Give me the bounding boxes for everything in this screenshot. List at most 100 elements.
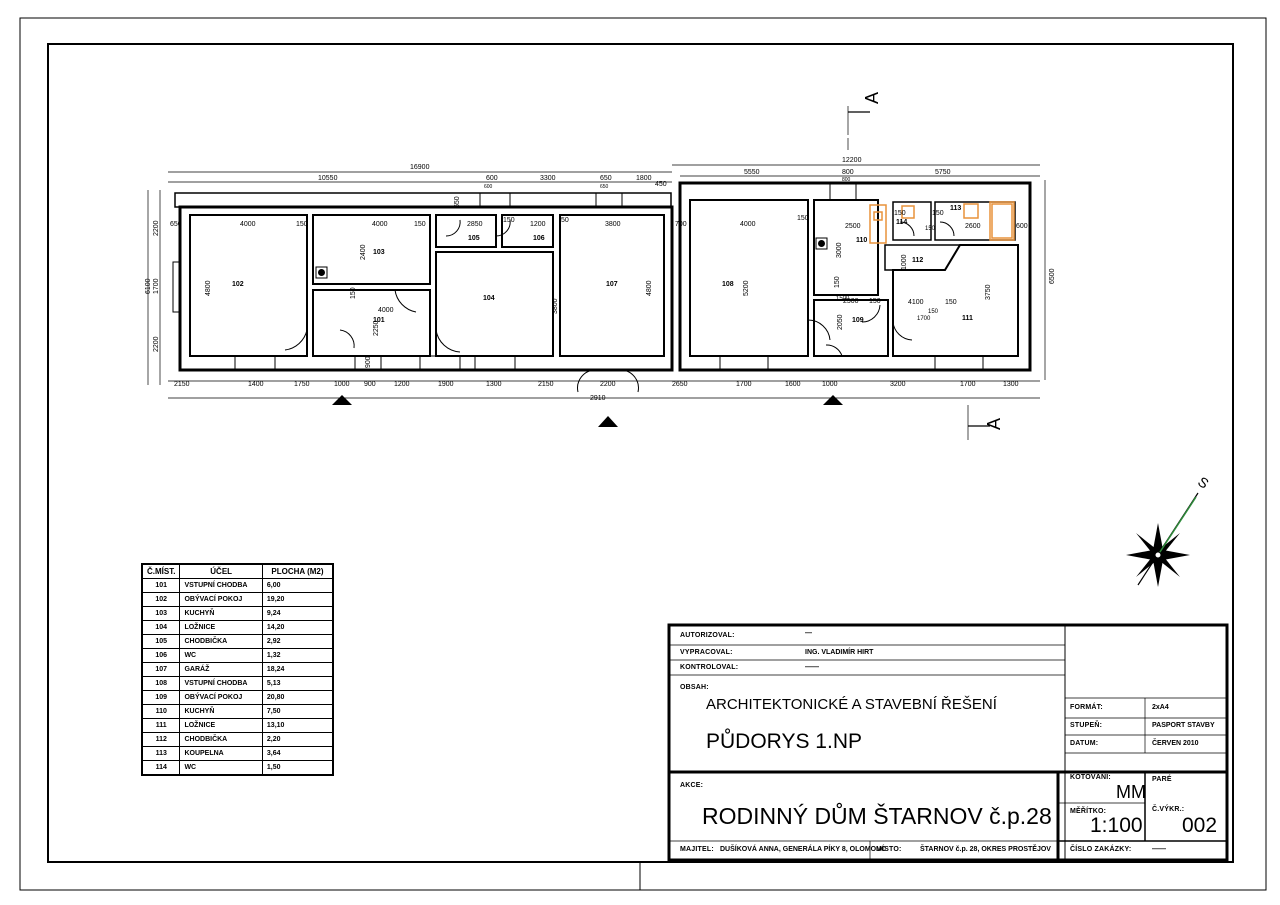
dim-b-18: 2910	[590, 395, 606, 402]
stupen-label: STUPEŇ:	[1070, 722, 1103, 729]
dim-v-104: 3800	[552, 298, 559, 314]
dim-v-107: 4800	[646, 280, 653, 296]
obsah-label: OBSAH:	[680, 684, 709, 691]
zakazka-label: ČÍSLO ZAKÁZKY:	[1070, 846, 1132, 853]
room-103	[312, 214, 431, 285]
dim-int-30: 150	[945, 299, 957, 306]
dim-b-10: 2200	[600, 381, 616, 388]
dim-int-5: 2850	[467, 221, 483, 228]
row-no: 110	[141, 704, 181, 719]
room-101	[312, 289, 431, 357]
vypracoval-value: ING. VLADIMÍR HIRT	[805, 649, 874, 656]
dim-b-17: 1300	[1003, 381, 1019, 388]
room-104	[435, 251, 554, 357]
dim-left-650: 650	[170, 221, 182, 228]
room-code-105: 105	[468, 235, 480, 242]
dim-b-6: 1200	[394, 381, 410, 388]
room-code-101: 101	[373, 317, 385, 324]
dim-left-1: 2200	[153, 220, 160, 236]
pare-label: PARÉ	[1152, 776, 1172, 783]
row-name: GARÁŽ	[179, 662, 263, 677]
dim-small-600: 600	[484, 184, 493, 190]
dim-b-9: 2150	[538, 381, 554, 388]
dim-int-29: 4100	[908, 299, 924, 306]
room-code-111: 111	[962, 315, 973, 322]
dim-left-2: 6100	[145, 278, 152, 294]
dim-int-11: 4000	[740, 221, 756, 228]
dim-int-4: 150	[414, 221, 426, 228]
room-code-103: 103	[373, 249, 385, 256]
dimension-texts: 16900 12200 10550 600 3300 650 1800 5550…	[170, 157, 1028, 402]
dim-v-150a: 150	[350, 287, 357, 299]
dim-b-5: 900	[364, 381, 376, 388]
dim-int-13: 2500	[845, 223, 861, 230]
room-105	[435, 214, 497, 248]
dim-int-150e: 150	[925, 226, 936, 232]
row-no: 114	[141, 760, 181, 776]
row-no: 113	[141, 746, 181, 761]
entrance-marker-3	[823, 395, 843, 405]
dim-b-8: 1300	[486, 381, 502, 388]
dim-b-12: 1700	[736, 381, 752, 388]
kontroloval-value: ——	[805, 664, 819, 671]
front-strip	[174, 192, 672, 208]
sanitary-fixtures	[869, 201, 1015, 244]
majitel-value: DUŠÍKOVÁ ANNA, GENERÁLA PÍKY 8, OLOMOUC	[720, 846, 887, 853]
meritko-value: 1:100	[1090, 814, 1143, 837]
misto-value: ŠTARNOV č.p. 28, OKRES PROSTĚJOV	[920, 846, 1051, 853]
room-code-102: 102	[232, 281, 244, 288]
stove-103	[315, 266, 328, 279]
dim-top-5550: 5550	[744, 169, 760, 176]
room-code-114: 114	[896, 219, 907, 226]
dim-b-7: 1900	[438, 381, 454, 388]
majitel-label: MAJITEL:	[680, 846, 714, 853]
dim-b-4: 1000	[334, 381, 350, 388]
room-106	[501, 214, 554, 248]
north-arrow-icon	[1126, 492, 1199, 587]
room-codes: 102 103 101 104 105 106 107 108 110 112 …	[232, 205, 973, 324]
row-name: CHODBIČKA	[179, 732, 263, 747]
autorizoval-label: AUTORIZOVAL:	[680, 632, 735, 639]
dim-int-150c: 1700	[917, 316, 931, 322]
dim-left-3: 1700	[153, 278, 160, 294]
row-no: 102	[141, 592, 181, 607]
misto-label: MÍSTO:	[876, 846, 902, 853]
row-no: 103	[141, 606, 181, 621]
dim-int-18: 4000	[378, 307, 394, 314]
dim-v-150b: 150	[834, 276, 841, 288]
dim-top-16900: 16900	[410, 164, 430, 171]
dim-int-12: 150	[797, 215, 809, 222]
row-area: 9,24	[261, 606, 334, 621]
room-110	[813, 199, 879, 296]
dim-b-15: 3200	[890, 381, 906, 388]
section-a-bottom: A	[984, 418, 1004, 430]
dim-b-1: 2150	[174, 381, 190, 388]
row-name: WC	[179, 648, 263, 663]
title-block-frame	[667, 623, 1229, 862]
dim-int-9: 3800	[605, 221, 621, 228]
dim-b-2: 1400	[248, 381, 264, 388]
room-code-112: 112	[912, 257, 923, 264]
obsah-line-2: PŮDORYS 1.NP	[706, 730, 862, 753]
dim-int-2: 150	[296, 221, 308, 228]
format-value: 2xA4	[1152, 704, 1169, 711]
section-a-top: A	[862, 92, 882, 104]
cvykr-label: Č.VÝKR.:	[1152, 806, 1185, 813]
dim-int-15: 150	[932, 210, 944, 217]
row-area: 20,80	[261, 690, 334, 705]
stove-103-dot	[318, 269, 325, 276]
entrance-marker-1	[332, 395, 352, 405]
dim-int-27: 2500	[843, 298, 859, 305]
row-name: KUCHYŇ	[179, 606, 263, 621]
room-107	[559, 214, 665, 357]
row-no: 104	[141, 620, 181, 635]
dim-v-103: 2400	[360, 244, 367, 260]
dim-b-3: 1750	[294, 381, 310, 388]
dim-small-650: 650	[600, 184, 609, 190]
